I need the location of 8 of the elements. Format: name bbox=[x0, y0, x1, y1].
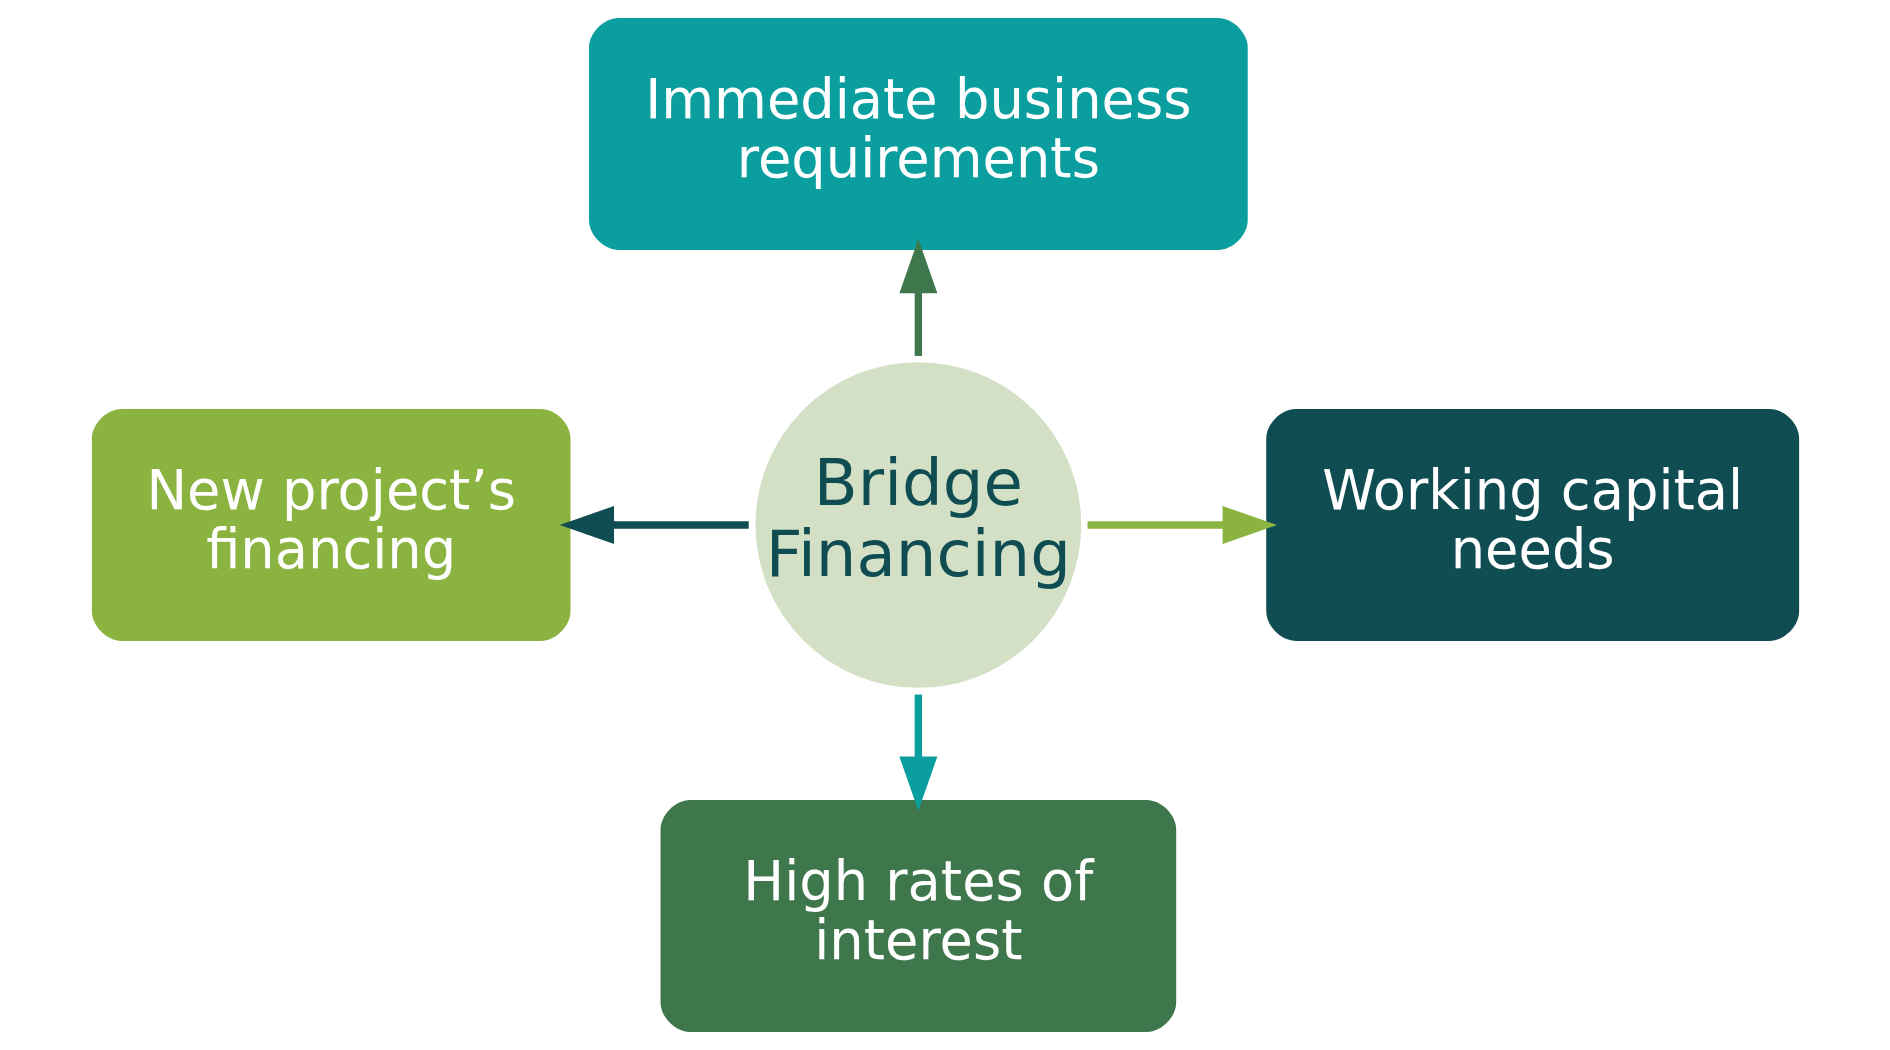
node-box: Immediate business requirements bbox=[588, 18, 1248, 250]
arrow bbox=[1087, 505, 1277, 545]
node-box: New project’s financing bbox=[91, 409, 570, 641]
arrow bbox=[898, 238, 937, 356]
arrow bbox=[898, 694, 937, 811]
node-box: High rates of interest bbox=[660, 800, 1176, 1032]
arrow bbox=[559, 505, 749, 545]
node-box: Working capital needs bbox=[1265, 409, 1799, 641]
